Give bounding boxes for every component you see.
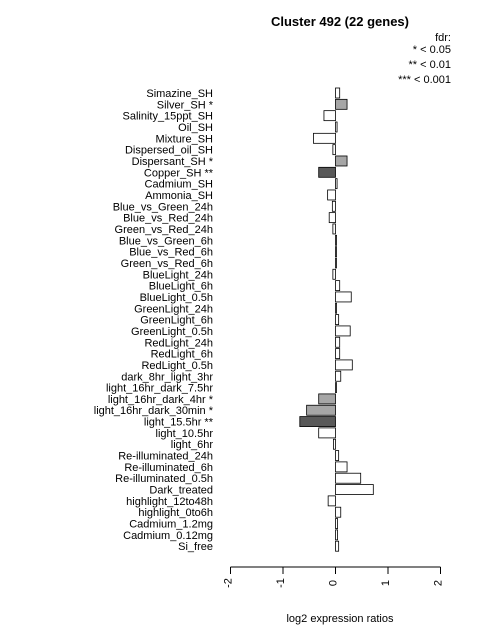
legend: fdr: * < 0.05 ** < 0.01 *** < 0.001 — [398, 32, 451, 86]
x-tick-label: -1 — [275, 578, 287, 588]
bar — [335, 257, 337, 269]
row-label: light_16hr_dark_4hr * — [108, 394, 214, 406]
row-label: Blue_vs_Green_6h — [119, 235, 213, 247]
bar — [332, 268, 336, 280]
bar — [335, 359, 353, 371]
row-label: Dispersed_oil_SH — [125, 145, 213, 157]
bar — [335, 348, 341, 359]
row-label: Cadmium_SH — [145, 179, 214, 191]
row-label: Simazine_SH — [146, 88, 213, 100]
bar — [299, 416, 336, 427]
bar — [335, 336, 341, 348]
row-label: Dispersant_SH * — [132, 156, 214, 168]
row-label: light_15.5hr ** — [144, 417, 214, 429]
row-label: Blue_vs_Red_24h — [123, 213, 213, 225]
legend-entry-fdr-0001: *** < 0.001 — [398, 74, 451, 86]
bar — [335, 382, 337, 393]
row-label: Ammonia_SH — [145, 190, 213, 202]
row-label: Cadmium_1.2mg — [129, 519, 213, 531]
row-label: Salinity_15ppt_SH — [122, 111, 213, 123]
row-label: light_16hr_dark_30min * — [94, 405, 214, 417]
row-label: Green_vs_Red_24h — [115, 224, 213, 236]
x-tick-label: -2 — [222, 578, 234, 588]
bar — [335, 370, 342, 382]
bar — [335, 314, 340, 326]
row-label: Blue_vs_Green_24h — [113, 201, 213, 213]
row-label: Mixture_SH — [156, 133, 214, 145]
row-label: light_6hr — [171, 439, 214, 451]
bar — [335, 450, 340, 461]
bar — [335, 246, 337, 258]
bar — [318, 427, 336, 439]
bar — [335, 540, 340, 552]
bar — [335, 291, 352, 303]
x-tick-label: 2 — [432, 580, 444, 586]
bar — [318, 166, 336, 178]
bar — [335, 529, 338, 541]
row-label: Re-illuminated_6h — [124, 462, 213, 474]
row-label: GreenLight_0.5h — [131, 326, 213, 338]
bar — [335, 280, 341, 292]
row-label: Oil_SH — [178, 122, 213, 134]
bar — [323, 110, 336, 122]
row-label: GreenLight_24h — [134, 303, 213, 315]
bar — [327, 495, 336, 507]
row-label: Blue_vs_Red_6h — [129, 247, 213, 259]
row-label: light_10.5hr — [156, 428, 214, 440]
x-tick-label: 1 — [380, 580, 392, 586]
bar — [335, 302, 337, 314]
row-label: GreenLight_6h — [140, 315, 213, 327]
row-label: Re-illuminated_24h — [118, 451, 213, 463]
bar — [335, 87, 341, 99]
row-label: BlueLight_0.5h — [140, 292, 213, 304]
bar — [335, 461, 348, 473]
bar — [335, 484, 374, 495]
chart-title: Cluster 492 (22 genes) — [271, 14, 409, 29]
row-label: RedLight_24h — [144, 337, 213, 349]
row-label: Si_free — [178, 541, 213, 553]
bar — [306, 404, 336, 416]
row-label: highlight_0to6h — [138, 507, 213, 519]
bar — [327, 189, 336, 201]
bar — [313, 132, 336, 144]
bar — [332, 144, 336, 156]
bar — [332, 438, 336, 450]
legend-entry-fdr-001: ** < 0.01 — [408, 59, 451, 71]
bar — [335, 121, 338, 133]
bar — [335, 506, 342, 518]
bar — [335, 234, 337, 246]
x-axis-title: log2 expression ratios — [286, 613, 394, 625]
row-label: light_16hr_dark_7.5hr — [106, 383, 213, 395]
row-label: highlight_12to48h — [126, 496, 213, 508]
bar — [332, 223, 336, 235]
legend-title: fdr: — [435, 32, 451, 44]
bar — [335, 178, 338, 190]
row-label: Copper_SH ** — [144, 167, 214, 179]
x-axis: -2 -1 0 1 2 — [222, 566, 444, 588]
bar — [335, 325, 351, 337]
row-label: BlueLight_24h — [143, 269, 213, 281]
legend-entry-fdr-005: * < 0.05 — [413, 44, 451, 56]
bar — [318, 393, 336, 405]
bar — [335, 472, 362, 484]
row-label: Cadmium_0.12mg — [123, 530, 213, 542]
row-label: Re-illuminated_0.5h — [115, 473, 213, 485]
bar — [331, 200, 336, 212]
bar — [335, 98, 348, 110]
x-tick-label: 0 — [327, 580, 339, 586]
bar — [328, 212, 336, 224]
row-label: Dark_treated — [149, 485, 213, 497]
row-label: BlueLight_6h — [149, 281, 213, 293]
row-label: RedLight_6h — [151, 349, 213, 361]
row-label: RedLight_0.5h — [141, 360, 213, 372]
bar — [335, 518, 338, 529]
row-label: Silver_SH * — [157, 99, 214, 111]
row-label: Green_vs_Red_6h — [121, 258, 213, 270]
bar — [335, 155, 348, 167]
row-label: dark_8hr_light_3hr — [121, 371, 213, 383]
